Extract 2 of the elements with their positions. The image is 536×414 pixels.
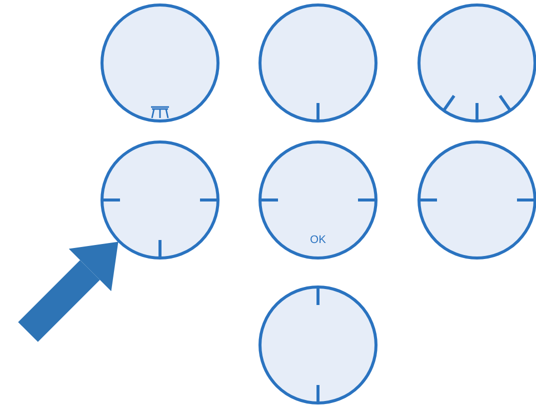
block-arrow: [18, 242, 118, 342]
dial-label: OK: [310, 234, 326, 246]
